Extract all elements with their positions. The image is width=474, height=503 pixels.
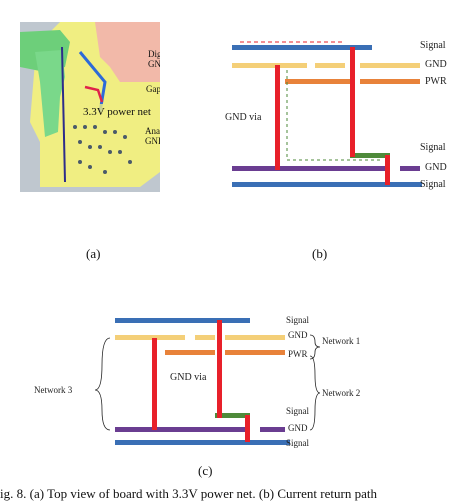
b-gnd-bottom-left [232, 166, 387, 171]
c-gnd-bottom-left [115, 427, 250, 432]
c-label-network-1: Network 1 [322, 336, 360, 346]
c-label-network-3: Network 3 [34, 385, 73, 395]
c-via-label: GND via [170, 372, 207, 383]
c-gnd-top-right [225, 335, 285, 340]
digital-gnd-label-1: Digital [148, 49, 160, 59]
caption-c: (c) [198, 463, 213, 478]
b-label-gnd-1: GND [425, 59, 447, 70]
b-gnd-top-right [360, 63, 420, 68]
caption-a: (a) [86, 246, 101, 261]
c-gnd-bottom-right [260, 427, 285, 432]
pcb-green-strip [35, 50, 65, 137]
c-signal-via-1 [217, 320, 222, 418]
c-label-pwr: PWR [288, 349, 308, 359]
c-signal-via-2 [245, 415, 250, 442]
b-signal-top [232, 45, 372, 50]
c-bracket-network-2 [309, 355, 321, 431]
pcb-red-trace [84, 85, 104, 103]
b-return-path [286, 70, 380, 161]
c-signal-bottom [115, 440, 290, 445]
b-label-signal-3: Signal [420, 179, 446, 190]
figure-caption: ig. 8. (a) Top view of board with 3.3V p… [0, 486, 377, 501]
analog-gnd-label-1: Analog [145, 126, 160, 136]
c-pwr-left [165, 350, 215, 355]
b-gnd-top-left [232, 63, 307, 68]
b-gnd-top-mid [315, 63, 345, 68]
gap-label: Gap [146, 84, 160, 94]
b-label-signal-2: Signal [420, 142, 446, 153]
b-signal-bottom [232, 182, 422, 187]
c-label-network-2: Network 2 [322, 388, 360, 398]
c-bracket-network-3 [94, 337, 111, 431]
pcb-trace [61, 46, 66, 183]
b-signal-mid [350, 153, 390, 158]
c-label-signal-2: Signal [286, 406, 310, 416]
c-gnd-top-left [115, 335, 185, 340]
b-via-label: GND via [225, 112, 262, 123]
c-label-gnd-2: GND [288, 423, 308, 433]
c-label-gnd-1: GND [288, 330, 308, 340]
power-net-label-bg [80, 104, 138, 118]
figure-c-networks: Signal GND PWR Signal GND Signal GND via… [34, 315, 360, 448]
c-bracket-network-1 [309, 334, 321, 360]
b-pwr-right [360, 79, 420, 84]
caption-b: (b) [312, 246, 328, 261]
b-signal-via-1 [350, 47, 355, 157]
pcb-pink-region [95, 22, 160, 82]
b-signal-via-2 [385, 155, 390, 185]
c-label-signal-3: Signal [286, 438, 310, 448]
figure-b-cross-section: Signal GND PWR Signal GND Signal GND via [225, 40, 447, 190]
b-gnd-bottom-right [400, 166, 420, 171]
b-label-gnd-2: GND [425, 162, 447, 173]
b-label-signal-1: Signal [420, 40, 446, 51]
c-gnd-top-mid [195, 335, 215, 340]
c-pwr-right [225, 350, 285, 355]
b-pwr-left [285, 79, 350, 84]
digital-gnd-label-2: GND [148, 59, 160, 69]
c-signal-top [115, 318, 250, 323]
power-net-label: 3.3V power net [83, 106, 151, 118]
b-gnd-via [275, 65, 280, 170]
b-label-pwr: PWR [425, 76, 447, 87]
c-gnd-via [152, 338, 157, 430]
analog-gnd-label-2: GND [145, 136, 160, 146]
via-dots [73, 125, 132, 174]
c-label-signal-1: Signal [286, 315, 310, 325]
c-signal-mid [215, 413, 250, 418]
pcb-top-view: 3.3V power net Digital GND Gap Analog GN… [20, 22, 160, 192]
